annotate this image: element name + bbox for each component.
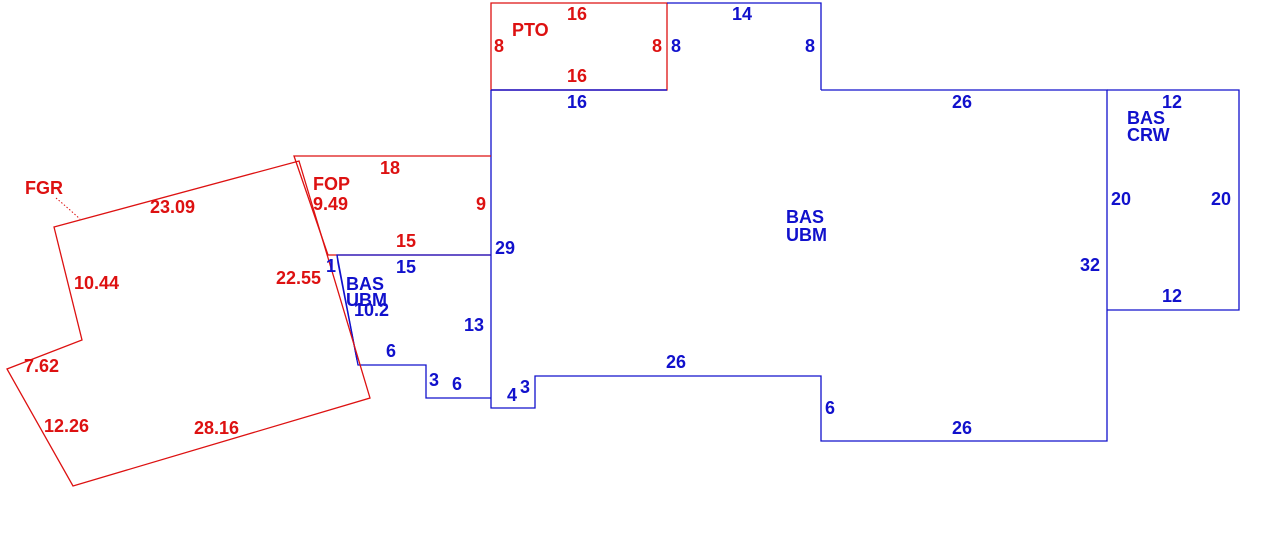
fop-dim-slant: 9.49 xyxy=(313,194,348,214)
small-bas-dim-short: 1 xyxy=(326,256,336,276)
small-bas-dim-bottom-6b: 6 xyxy=(452,374,462,394)
crw-outline xyxy=(1107,89,1240,311)
fop-dim-right: 9 xyxy=(476,194,486,214)
crw-label-line2: CRW xyxy=(1127,125,1170,145)
pto-dim-right: 8 xyxy=(652,36,662,56)
small-bas-dim-slant: 10.2 xyxy=(354,300,389,320)
fgr-label: FGR xyxy=(25,178,63,198)
crw-label-line1: BAS xyxy=(1127,108,1165,128)
pto-label: PTO xyxy=(512,20,549,40)
upper-dim-top: 14 xyxy=(732,4,752,24)
upper-dim-left: 8 xyxy=(671,36,681,56)
fgr-leader xyxy=(55,197,81,220)
main-dim-step-6: 6 xyxy=(825,398,835,418)
fgr-dim-right: 22.55 xyxy=(276,268,321,288)
main-dim-left-29: 29 xyxy=(495,238,515,258)
main-dim-bottom-26b: 26 xyxy=(952,418,972,438)
pto-dim-top: 16 xyxy=(567,4,587,24)
main-dim-top-16: 16 xyxy=(567,92,587,112)
small-bas-label-line1: BAS xyxy=(346,274,384,294)
crw-dim-left: 20 xyxy=(1111,189,1131,209)
small-bas-dim-bottom-6a: 6 xyxy=(386,341,396,361)
main-dim-notch-3: 3 xyxy=(520,377,530,397)
fgr-dim-bottom: 28.16 xyxy=(194,418,239,438)
fgr-dim-left-upper: 10.44 xyxy=(74,273,119,293)
small-bas-dim-top: 15 xyxy=(396,257,416,277)
fop-dim-top: 18 xyxy=(380,158,400,178)
crw-dim-top: 12 xyxy=(1162,92,1182,112)
fgr-dim-left-lower: 12.26 xyxy=(44,416,89,436)
upper-dim-right: 8 xyxy=(805,36,815,56)
fgr-outline xyxy=(6,160,371,487)
main-label-line1: BAS xyxy=(786,207,824,227)
main-label-line2: UBM xyxy=(786,225,827,245)
main-dim-bottom-26a: 26 xyxy=(666,352,686,372)
crw-dim-right: 20 xyxy=(1211,189,1231,209)
main-bas-outline-path xyxy=(490,89,1108,442)
fgr-dim-top: 23.09 xyxy=(150,197,195,217)
pto-dim-left: 8 xyxy=(494,36,504,56)
main-dim-notch-4: 4 xyxy=(507,385,517,405)
small-bas-dim-step-3: 3 xyxy=(429,370,439,390)
fgr-dim-left-mid: 7.62 xyxy=(24,356,59,376)
main-dim-right-32: 32 xyxy=(1080,255,1100,275)
fop-label: FOP xyxy=(313,174,350,194)
main-dim-left-13: 13 xyxy=(464,315,484,335)
upper-box-outline xyxy=(667,2,822,90)
crw-dim-bottom: 12 xyxy=(1162,286,1182,306)
main-dim-top-26: 26 xyxy=(952,92,972,112)
pto-dim-bottom: 16 xyxy=(567,66,587,86)
fop-dim-bottom: 15 xyxy=(396,231,416,251)
small-bas-label-line2: UBM xyxy=(346,290,387,310)
